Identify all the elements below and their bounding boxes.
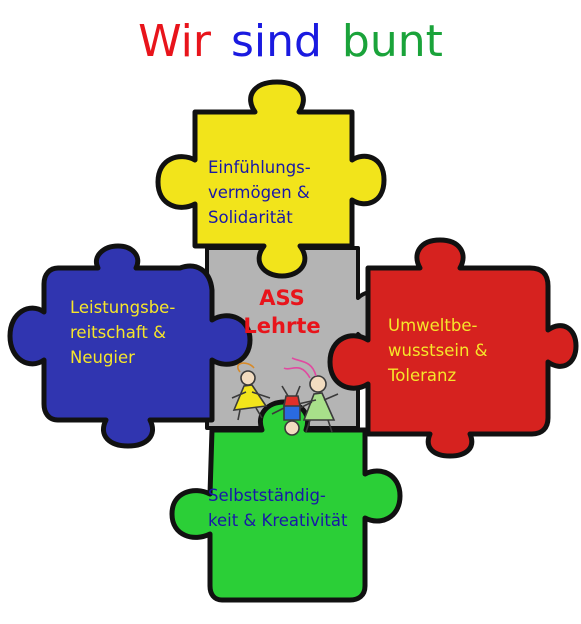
doodle-limbs-2 [297, 393, 339, 433]
doodle-head-1 [240, 370, 256, 386]
doodle-head-3 [284, 420, 300, 436]
title-word-1: Wir [138, 16, 211, 67]
piece-label-right: Umweltbe- wusstsein & Toleranz [388, 316, 488, 385]
piece-label-bottom: Selbstständig- keit & Kreativität [208, 486, 348, 530]
doodle-hair-2 [283, 357, 317, 379]
children-doodle [231, 357, 339, 436]
puzzle-piece-right [327, 237, 579, 459]
piece-label-center: ASS Lehrte [243, 286, 321, 338]
puzzle-piece-top [155, 79, 387, 279]
doodle-dress-1 [232, 384, 268, 411]
doodle-shirt-3 [283, 395, 301, 407]
doodle-limbs-1 [231, 391, 271, 421]
puzzle-piece-left [7, 243, 253, 449]
doodle-hair-1 [237, 362, 255, 373]
doodle-head-2 [309, 375, 327, 393]
title-word-2: sind [230, 16, 322, 67]
title-word-3: bunt [341, 16, 443, 67]
doodle-dress-2 [302, 392, 336, 421]
piece-label-top: Einfühlungs- vermögen & Solidarität [208, 158, 311, 227]
piece-label-left: Leistungsbe- reitschaft & Neugier [70, 298, 176, 367]
title: Wir sind bunt [0, 14, 581, 70]
doodle-limbs-3 [271, 385, 313, 415]
